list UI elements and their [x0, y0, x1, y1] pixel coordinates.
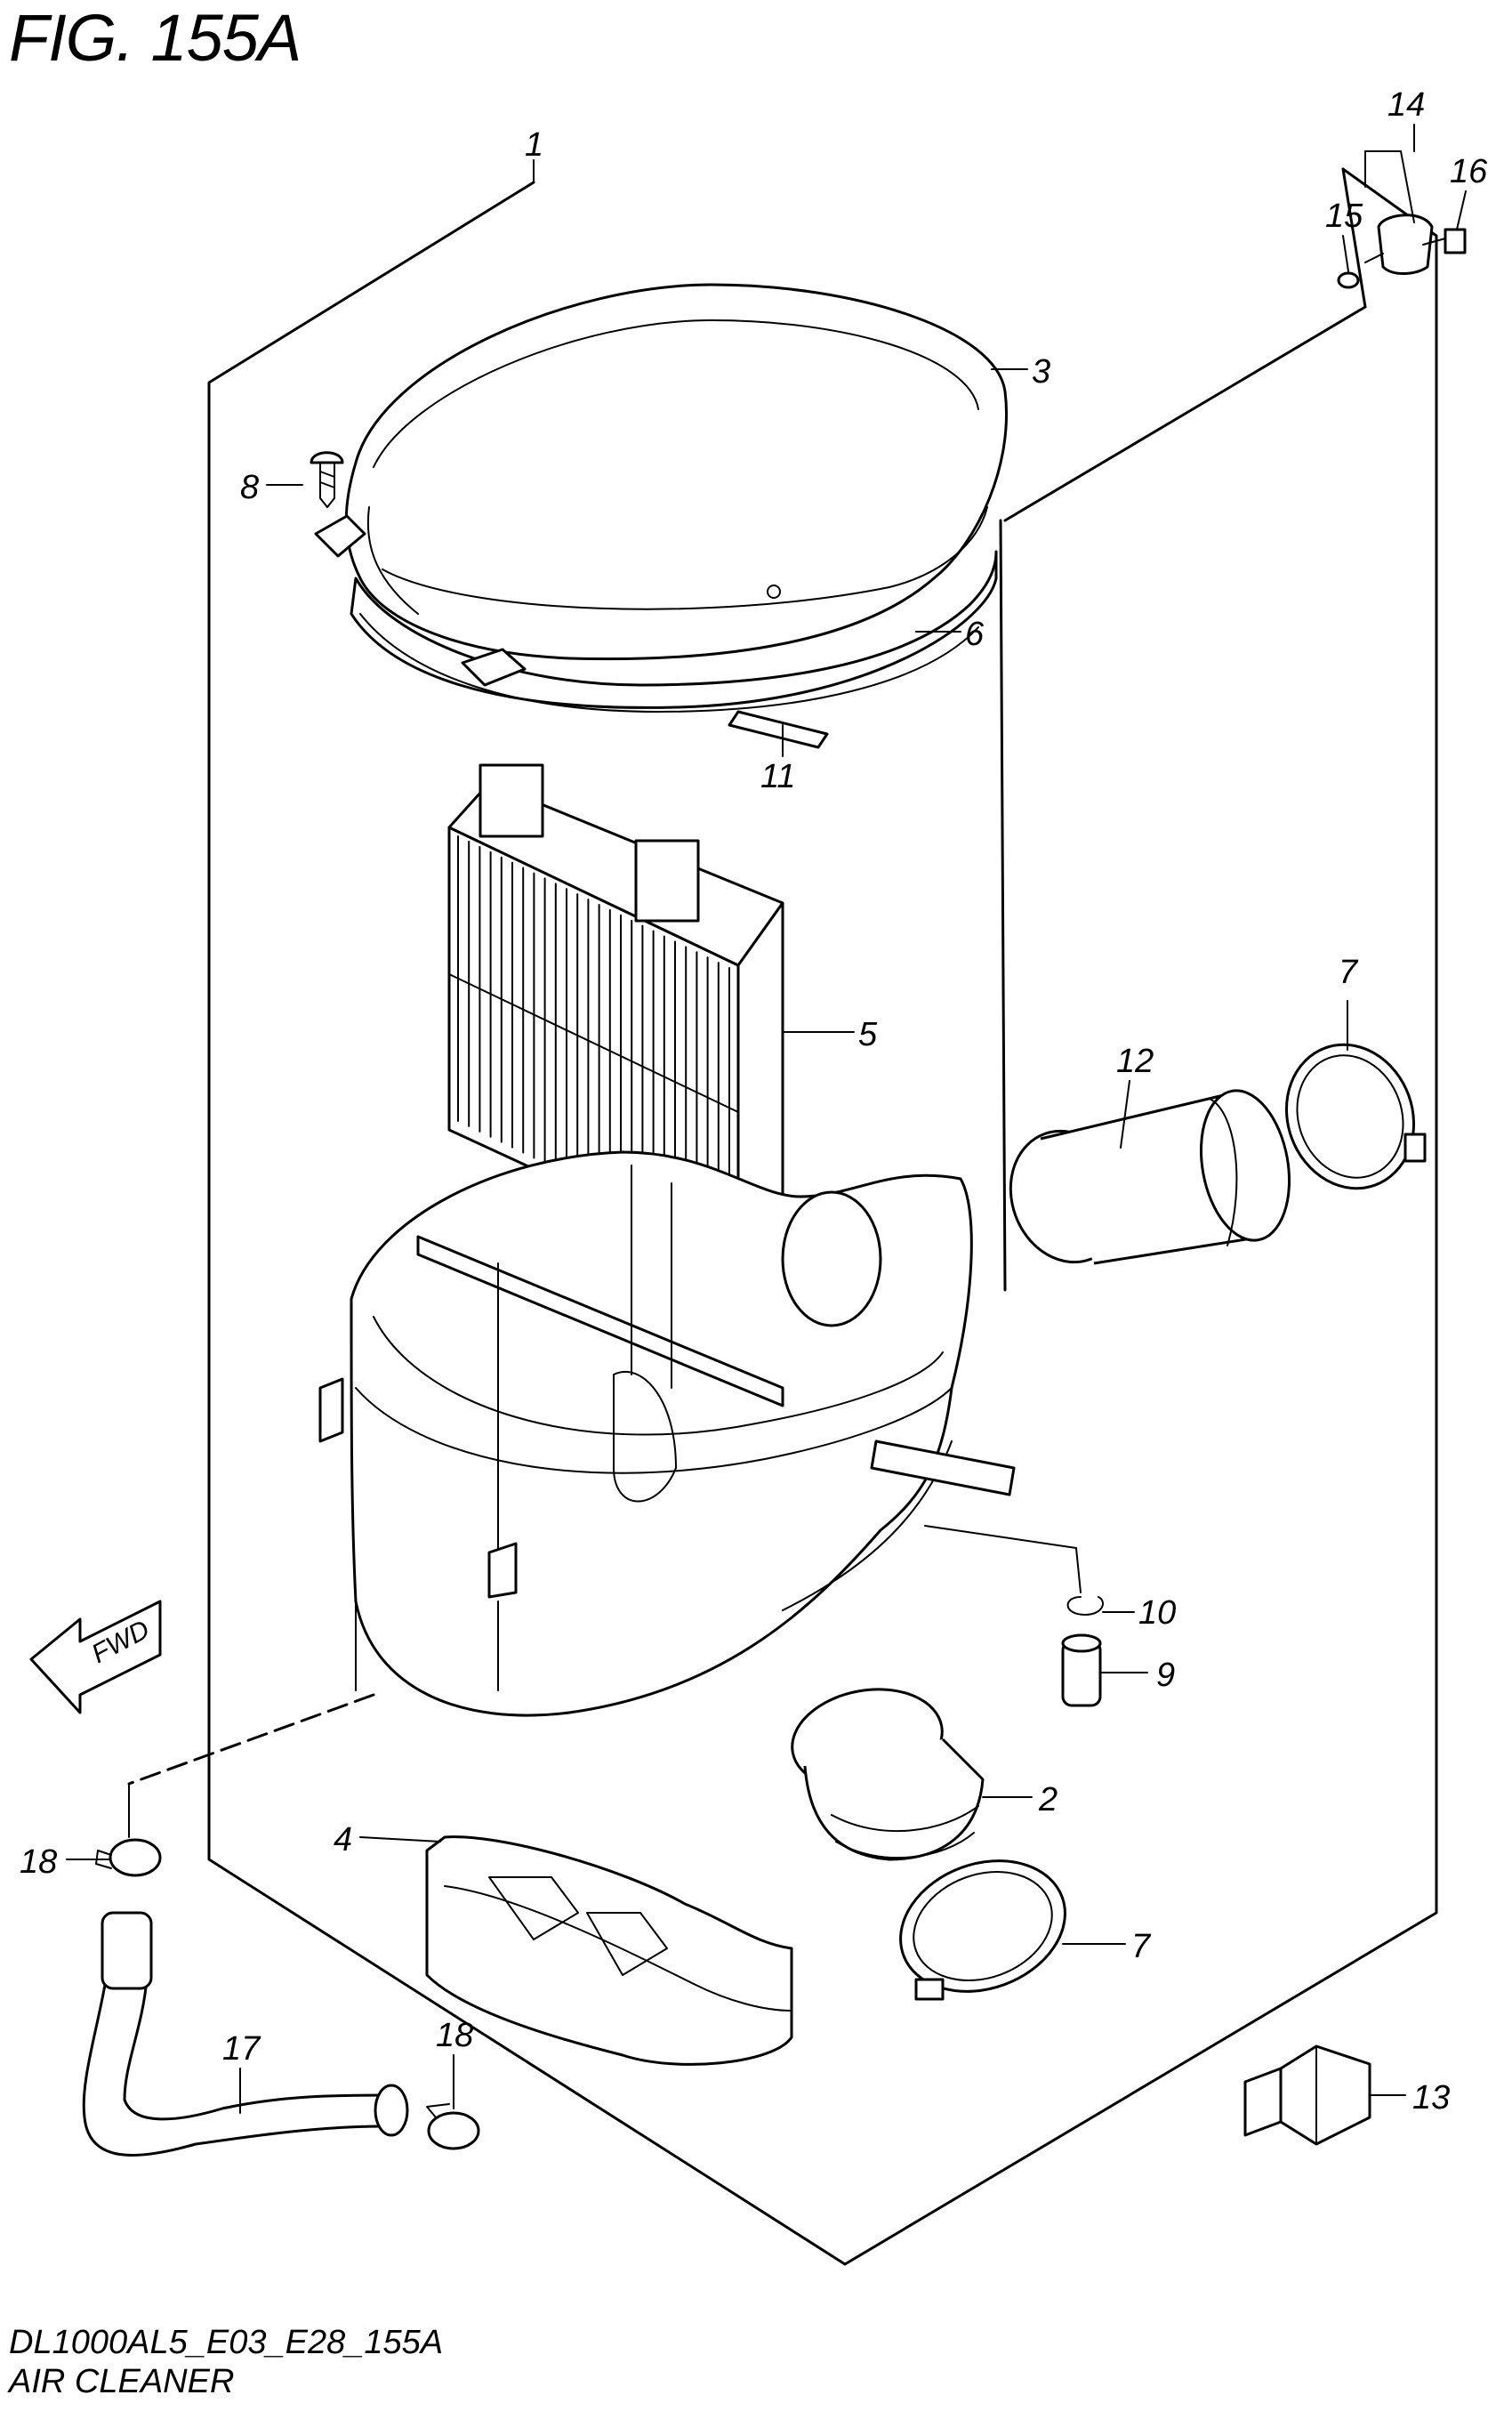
callout-6: 6 — [965, 616, 985, 653]
callout-2: 2 — [1038, 1781, 1058, 1818]
callout-7-lower: 7 — [1131, 1928, 1152, 1965]
assembly-frame-inner — [999, 519, 1007, 1292]
air-cleaner-cover — [314, 283, 1008, 709]
drain-plug — [1061, 1633, 1102, 1707]
figure-code: DL1000AL5_E03_E28_155A — [9, 2324, 444, 2361]
callout-8: 8 — [240, 469, 259, 506]
case-cover-lower — [425, 1835, 793, 2066]
callout-9: 9 — [1156, 1657, 1175, 1694]
frame-leader-lower — [127, 1693, 375, 1786]
callout-7-upper: 7 — [1339, 954, 1359, 991]
seal-ring — [359, 613, 979, 713]
figure-title: FIG. 155A — [9, 1, 302, 75]
breather-hose — [82, 1911, 409, 2157]
callout-18-lower: 18 — [436, 2017, 473, 2054]
callout-15: 15 — [1325, 198, 1363, 235]
callout-12: 12 — [1116, 1043, 1154, 1080]
fwd-label: FWD — [87, 1615, 155, 1669]
hose-clip-upper — [95, 1838, 162, 1877]
screw-8 — [310, 451, 344, 508]
frame-leader-upper — [1003, 305, 1367, 522]
callout-17: 17 — [222, 2030, 261, 2068]
intake-air-temp-sensor — [1364, 214, 1434, 275]
figure-name: AIR CLEANER — [9, 2363, 235, 2400]
fwd-direction-badge: FWD — [29, 1600, 162, 1714]
outlet-duct — [791, 1688, 985, 1861]
foam-strip — [728, 710, 829, 749]
inlet-tube — [1009, 1089, 1291, 1265]
hose-clamp-lower — [899, 1859, 1066, 2001]
callout-5: 5 — [858, 1016, 878, 1053]
assembly-frame — [207, 167, 1438, 2266]
filter-element — [447, 763, 784, 1265]
callout-14: 14 — [1387, 86, 1425, 124]
air-cleaner-case — [318, 1150, 1016, 1717]
callout-10: 10 — [1138, 1594, 1176, 1632]
callout-4: 4 — [334, 1821, 352, 1859]
circlip — [1066, 1596, 1104, 1616]
callout-16: 16 — [1450, 153, 1488, 190]
hose-clip-lower — [426, 2103, 480, 2150]
leader-lines — [66, 124, 1467, 2114]
callout-18-left: 18 — [20, 1843, 57, 1881]
hose-clamp-upper — [1284, 1043, 1427, 1190]
connector-relay — [1243, 2044, 1371, 2146]
callout-3: 3 — [1032, 353, 1050, 391]
o-ring — [1337, 271, 1360, 289]
screw-16 — [1422, 228, 1467, 254]
callout-1: 1 — [525, 126, 543, 164]
callout-13: 13 — [1412, 2079, 1450, 2117]
callout-11: 11 — [760, 758, 795, 795]
